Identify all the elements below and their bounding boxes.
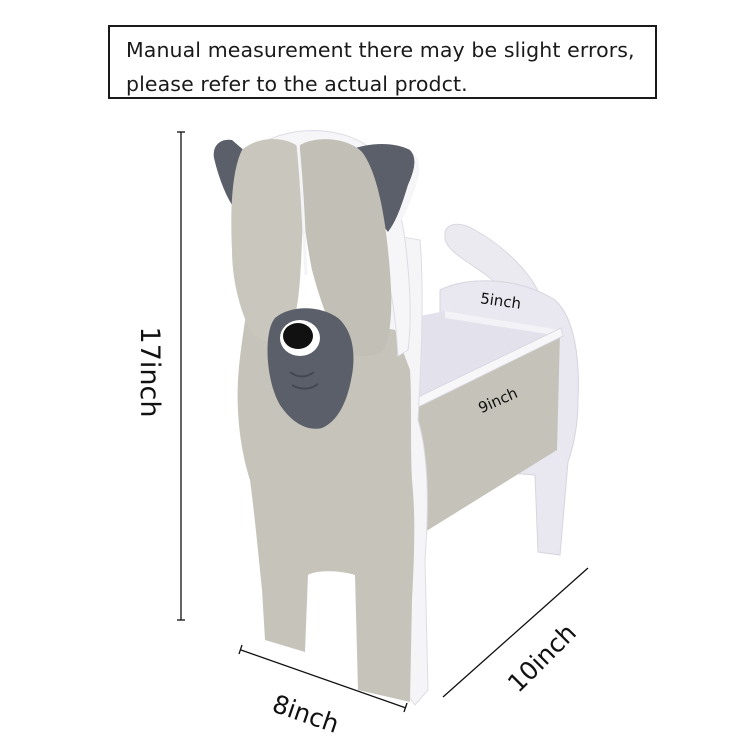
head-parting	[296, 144, 308, 276]
disclaimer-box: Manual measurement there may be slight e…	[108, 25, 657, 99]
nose-tip	[283, 323, 313, 349]
dog-planter: 5inch 9inch	[213, 130, 579, 706]
width-label: 8inch	[269, 689, 343, 739]
height-label: 17inch	[134, 327, 165, 418]
head-left-flap	[231, 138, 304, 342]
box-back-wall	[445, 311, 560, 336]
depth-label: 10inch	[502, 618, 582, 698]
depth-dimension: 10inch	[442, 567, 589, 698]
mouth	[289, 371, 319, 390]
head-right-flap	[299, 139, 392, 357]
disclaimer-line-2: please refer to the actual prodct.	[126, 72, 468, 96]
box-depth-label: 5inch	[479, 289, 522, 313]
right-ear-edge	[388, 150, 420, 234]
box-interior	[410, 311, 560, 400]
height-dimension: 17inch	[134, 131, 185, 621]
box-front-wall	[410, 333, 560, 535]
disclaimer-line-1: Manual measurement there may be slight e…	[126, 38, 635, 62]
